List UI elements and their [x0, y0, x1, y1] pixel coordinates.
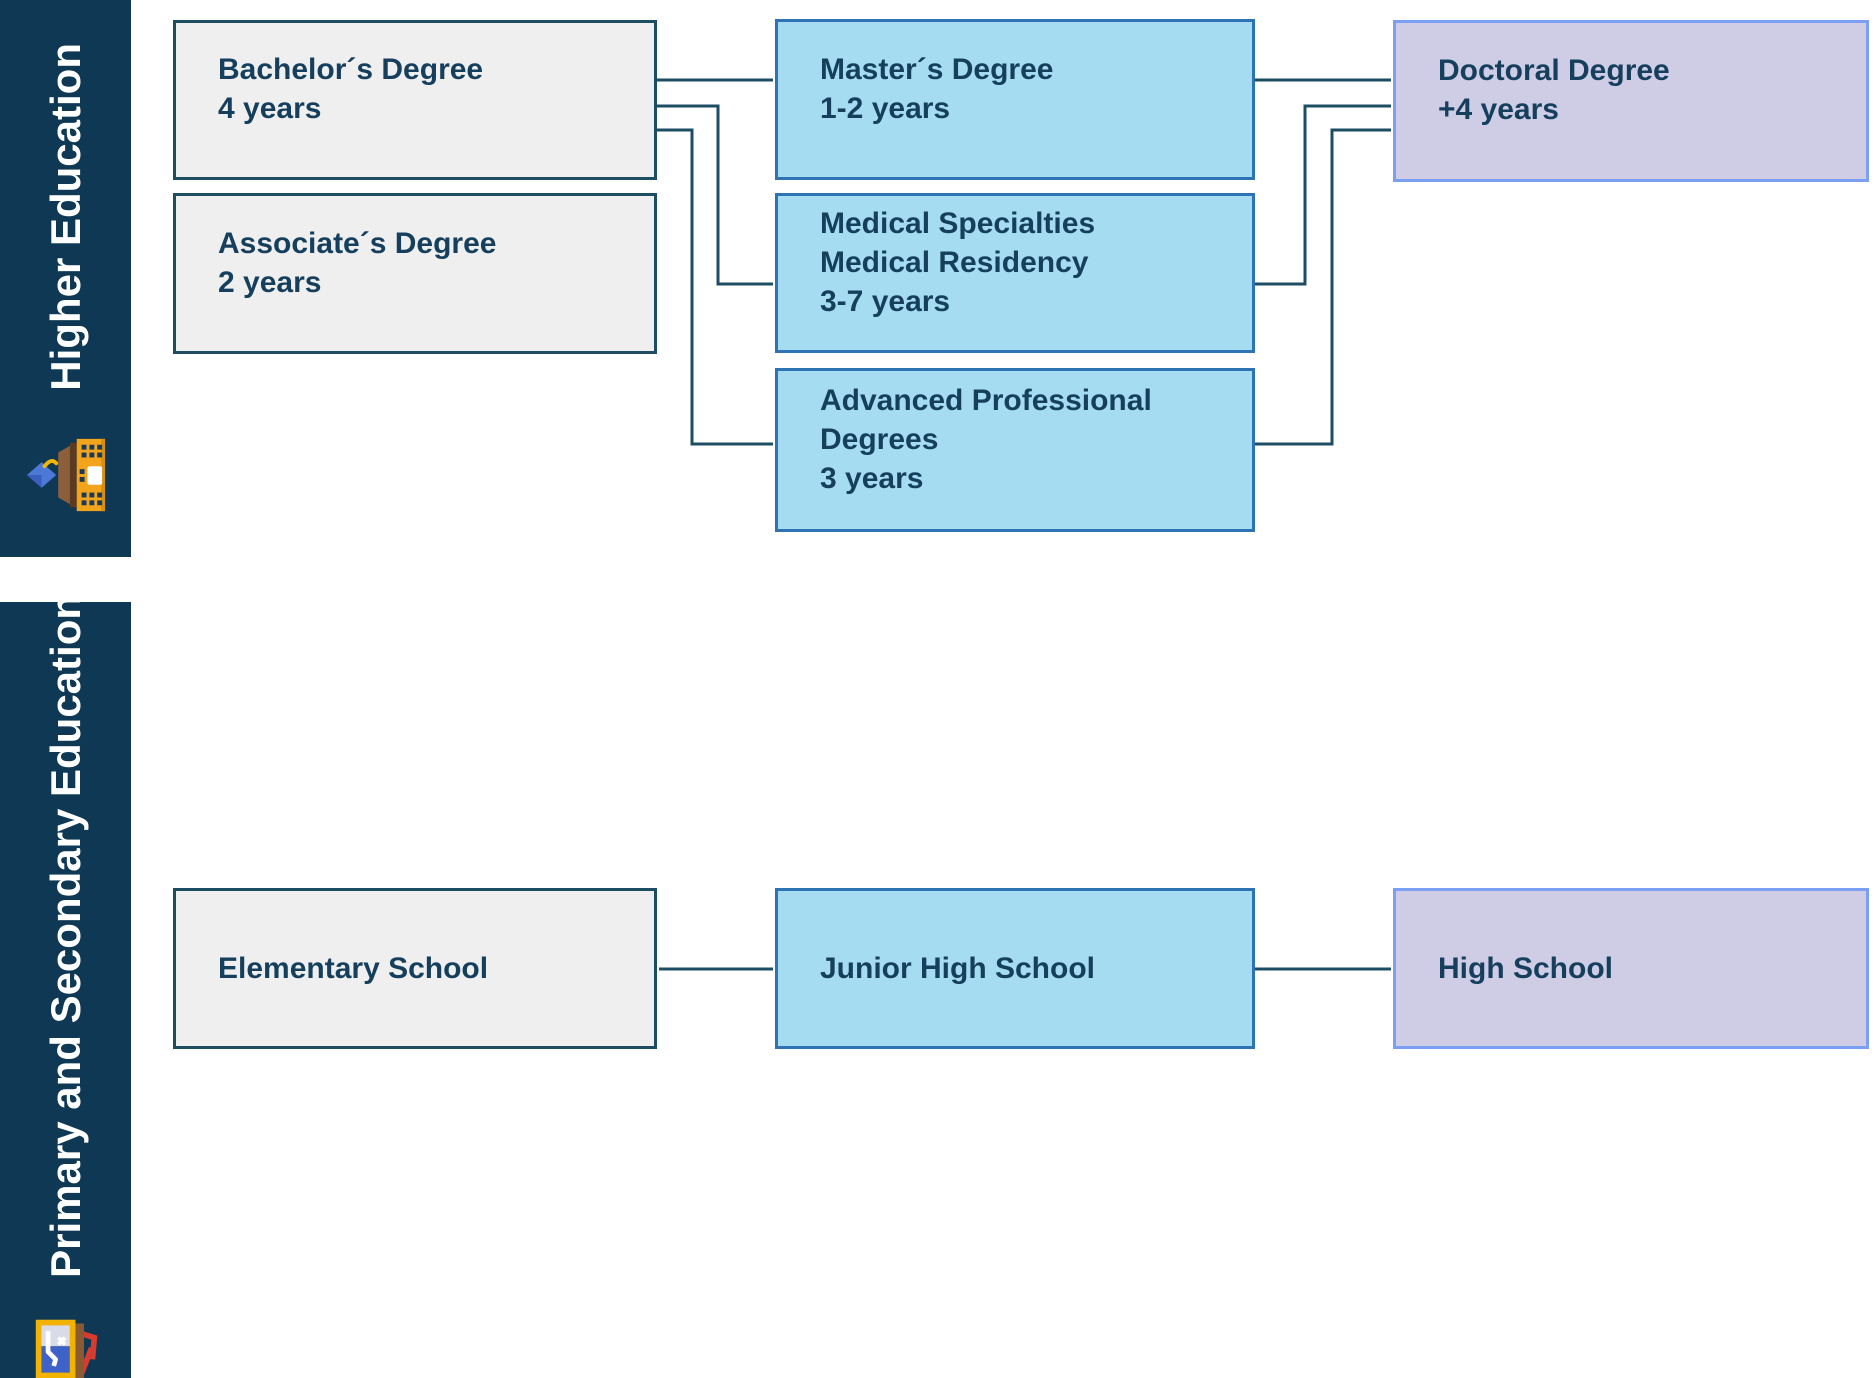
sidebar-primary-secondary-education-label: Primary and Secondary Education: [41, 594, 89, 1278]
school-building-icon: [26, 439, 105, 512]
node-title: Associate´s Degree: [218, 226, 497, 260]
sidebar-primary-secondary-education: Primary and Secondary Education: [0, 594, 131, 1378]
edge-medical-doctoral: [1255, 104, 1391, 286]
node-title: Junior High School: [820, 952, 1095, 985]
edge-bachelor-medical: [657, 104, 773, 286]
node-high-school: High School: [1393, 888, 1869, 1049]
node-associates-degree: Associate´s Degree 2 years: [173, 193, 657, 354]
node-elementary-school: Elementary School: [173, 888, 657, 1049]
node-title: Medical Specialties: [820, 206, 1096, 240]
node-medical-specialties: Medical Specialties Medical Residency 3-…: [775, 193, 1255, 353]
school-board-icon: [35, 1319, 97, 1378]
node-title: Elementary School: [218, 952, 489, 985]
node-duration: 3 years: [820, 461, 924, 495]
sidebar-higher-education-label: Higher Education: [41, 42, 89, 391]
sidebar-higher-education: Higher Education: [0, 0, 131, 557]
node-junior-high-school: Junior High School: [775, 888, 1255, 1049]
node-title: Doctoral Degree: [1438, 54, 1670, 87]
node-masters-degree: Master´s Degree 1-2 years: [775, 19, 1255, 180]
node-duration: 4 years: [218, 92, 322, 125]
node-title-2: Medical Residency: [820, 245, 1089, 279]
edge-advanced-doctoral: [1255, 128, 1391, 446]
node-duration: 2 years: [218, 265, 322, 299]
node-title: High School: [1438, 952, 1613, 985]
node-duration: +4 years: [1438, 93, 1559, 126]
node-title: Advanced Professional Degrees: [820, 383, 1152, 456]
node-duration: 3-7 years: [820, 284, 951, 318]
node-advanced-professional-degrees: Advanced Professional Degrees 3 years: [775, 368, 1255, 532]
node-doctoral-degree: Doctoral Degree +4 years: [1393, 20, 1869, 182]
node-duration: 1-2 years: [820, 91, 951, 125]
node-title: Bachelor´s Degree: [218, 53, 484, 86]
node-title: Master´s Degree: [820, 52, 1054, 86]
node-bachelors-degree: Bachelor´s Degree 4 years: [173, 20, 657, 180]
edge-bachelor-advanced: [657, 128, 773, 446]
